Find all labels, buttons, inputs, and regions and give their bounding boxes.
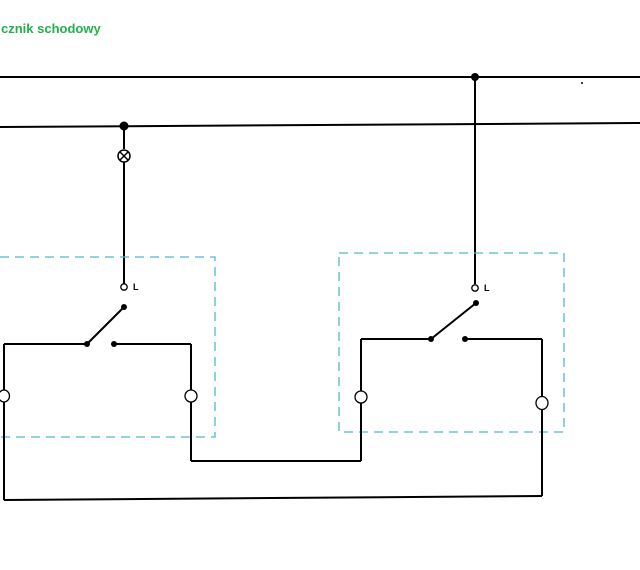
diagram-title: cznik schodowy [1, 21, 101, 36]
stray-dot [581, 82, 583, 84]
supply-line-bottom [0, 122, 640, 128]
traveler-wire-outer [3, 495, 543, 501]
terminal-left-inner [184, 389, 198, 403]
staircase-switch-left: L [4, 282, 191, 347]
lamp-icon [117, 149, 131, 163]
terminal-label-right: L [484, 283, 490, 293]
common-terminal-right [471, 284, 479, 292]
staircase-switch-right: L [361, 283, 542, 342]
switch-lever-right [430, 302, 477, 340]
terminal-right-inner [354, 390, 368, 404]
switch-lever-left [86, 306, 125, 345]
switch-enclosure-left [0, 256, 216, 438]
switch-enclosure-right [338, 252, 565, 433]
terminal-left-outer [0, 389, 11, 403]
terminal-label-left: L [133, 282, 139, 292]
common-terminal-left [120, 283, 128, 291]
terminal-right-outer [535, 395, 549, 411]
